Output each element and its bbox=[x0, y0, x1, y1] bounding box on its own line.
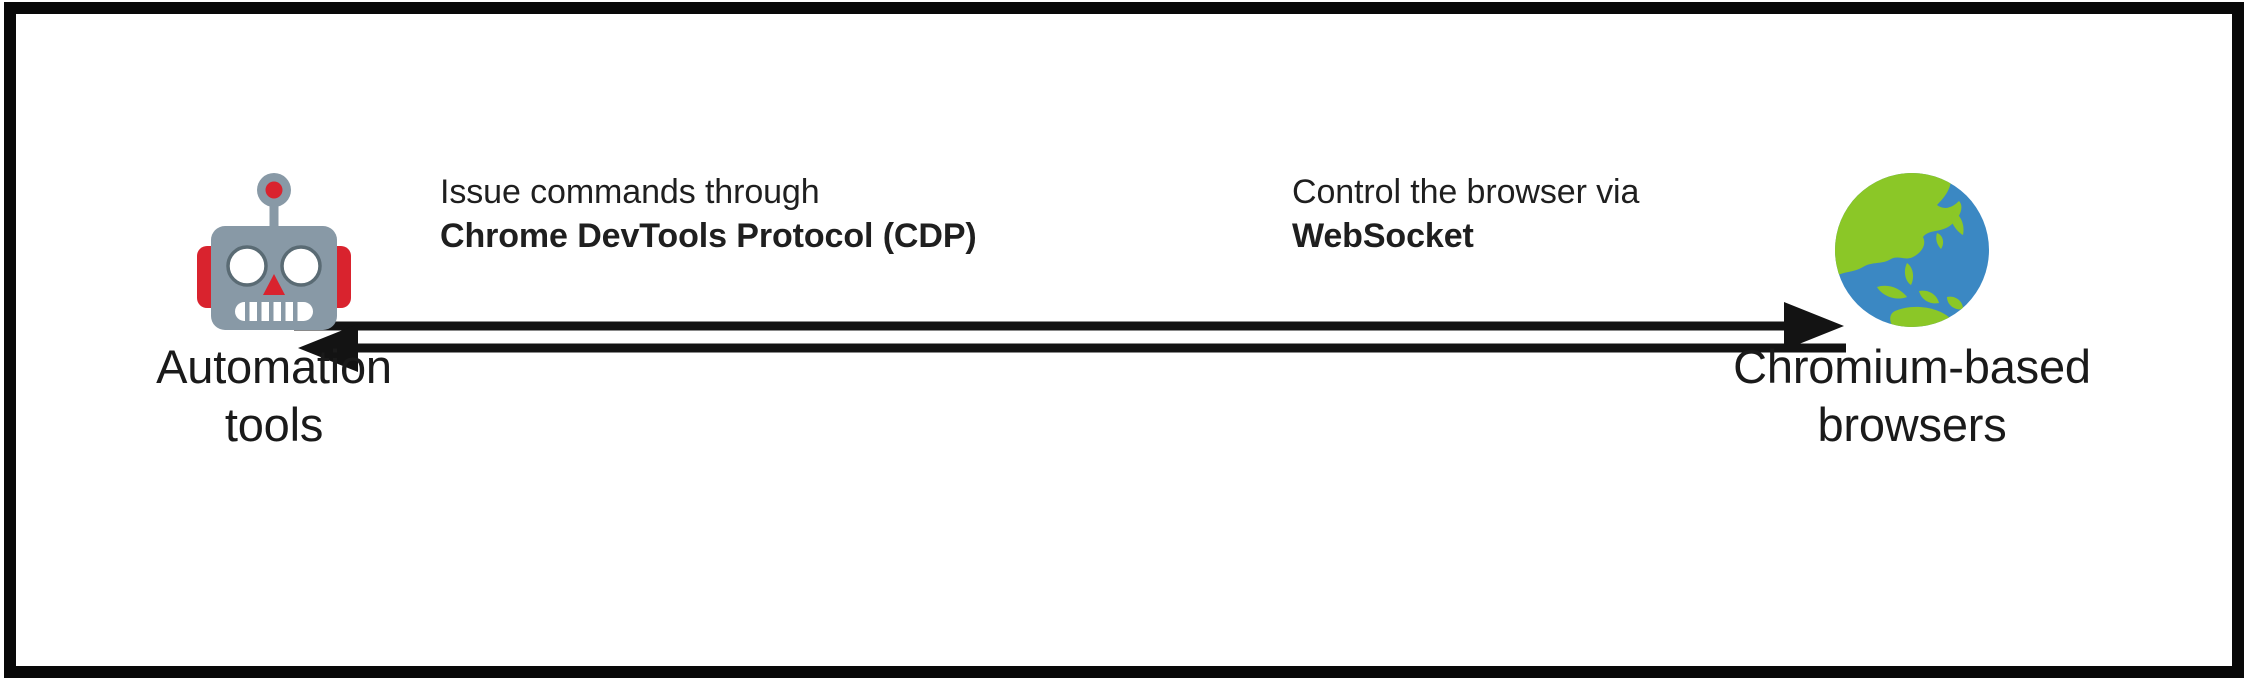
edge-outbound-arrow bbox=[294, 302, 1844, 350]
edge-label-inbound-line2: WebSocket bbox=[1292, 217, 1474, 256]
edge-label-inbound-line1: Control the browser via bbox=[1292, 173, 1640, 211]
edge-label-outbound-line1: Issue commands through bbox=[440, 173, 820, 211]
edge-label-outbound: Issue commands through Chrome DevTools P… bbox=[440, 170, 977, 258]
node-chromium-browsers: Chromium-based browsers bbox=[1672, 162, 2152, 454]
chromium-browsers-caption: Chromium-based browsers bbox=[1733, 340, 2091, 451]
edge-label-outbound-line2: Chrome DevTools Protocol (CDP) bbox=[440, 217, 977, 256]
edge-label-inbound: Control the browser via WebSocket bbox=[1292, 170, 1639, 258]
node-automation-tools: Automation tools bbox=[124, 162, 424, 454]
diagram-frame: Issue commands through Chrome DevTools P… bbox=[4, 2, 2244, 678]
robot-face-icon bbox=[197, 173, 351, 330]
automation-tools-caption: Automation tools bbox=[156, 340, 392, 451]
chromium-browsers-icon-wrap bbox=[1672, 162, 2152, 338]
automation-tools-icon-wrap bbox=[124, 162, 424, 338]
globe-showing-asia-australia-icon bbox=[1835, 173, 1989, 327]
edge-inbound-arrow bbox=[298, 324, 1846, 372]
diagram-canvas: Issue commands through Chrome DevTools P… bbox=[16, 14, 2232, 666]
